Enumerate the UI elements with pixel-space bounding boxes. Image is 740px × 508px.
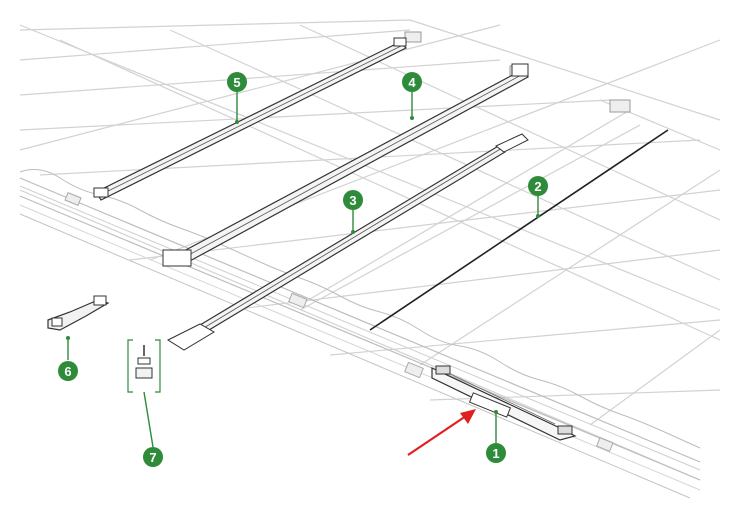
roof-brace — [19, 24, 721, 311]
base-plate-1 — [431, 365, 577, 441]
callout-label: 6 — [64, 364, 71, 379]
roof-rafter — [129, 189, 721, 261]
callout-2: 2 — [528, 176, 548, 196]
callout-label: 7 — [149, 450, 156, 465]
roof-brace — [19, 24, 501, 151]
roof-outline — [19, 19, 721, 481]
roof-rafter — [329, 319, 721, 356]
callout-5: 5 — [227, 72, 247, 92]
callout-7: 7 — [143, 447, 163, 467]
fastener-kit-7 — [127, 339, 161, 393]
callout-6: 6 — [58, 361, 78, 381]
crossbar-5 — [93, 37, 408, 201]
roof-rafter — [19, 29, 411, 61]
roof-support — [299, 109, 631, 306]
roof-ridge — [59, 39, 721, 341]
callout-label: 1 — [492, 446, 499, 461]
roof-ridge — [169, 29, 721, 281]
roof-support — [419, 169, 721, 366]
callout-3: 3 — [343, 190, 363, 210]
roof-rafter — [19, 59, 501, 96]
callout-1: 1 — [486, 443, 506, 463]
roof-rafter — [19, 99, 611, 131]
callout-label: 3 — [349, 193, 356, 208]
tension-cable-2 — [369, 129, 669, 331]
red-arrow-icon — [407, 409, 476, 456]
leader-lines — [67, 92, 539, 448]
callout-4: 4 — [402, 72, 422, 92]
roof-support — [589, 329, 721, 426]
callout-label: 4 — [408, 75, 416, 90]
roof-ridge — [299, 24, 721, 221]
leader-endpoints — [66, 116, 540, 414]
roof-background — [19, 19, 721, 481]
front-edge-rail — [19, 169, 701, 499]
crossbar-4 — [162, 63, 529, 267]
callout-label: 5 — [233, 75, 240, 90]
crossbar-3 — [166, 133, 529, 351]
callout-label: 2 — [534, 179, 541, 194]
end-bracket-6 — [47, 295, 110, 331]
roof-support — [299, 124, 641, 311]
